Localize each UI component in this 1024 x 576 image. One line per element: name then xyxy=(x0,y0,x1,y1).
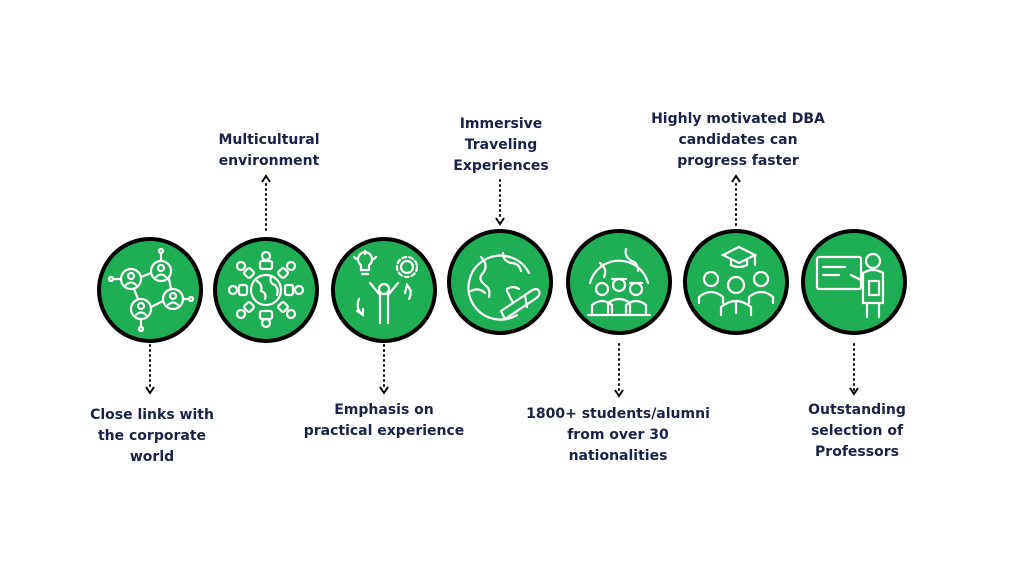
step-label-2: Multicultural environment xyxy=(218,132,320,169)
step-label-5: 1800+ students/alumni from over 30 natio… xyxy=(526,406,710,464)
step-label-1: Close links with the corporate world xyxy=(90,407,214,465)
connector-6 xyxy=(730,174,742,228)
step-circle-3 xyxy=(331,237,437,343)
step-circle-6 xyxy=(683,229,789,335)
connector-3 xyxy=(378,343,390,397)
graduates-icon xyxy=(697,245,775,317)
connector-4 xyxy=(494,178,506,228)
step-label-4: Immersive Traveling Experiences xyxy=(453,116,549,174)
globe-crowd-icon xyxy=(586,247,652,317)
step-label-3: Emphasis on practical experience xyxy=(303,402,465,439)
person-ideas-icon xyxy=(352,249,419,325)
connector-7 xyxy=(848,342,860,398)
step-label-7: Outstanding selection of Professors xyxy=(808,402,906,460)
step-circle-1 xyxy=(97,237,203,343)
step-circle-4 xyxy=(447,229,553,335)
professor-board-icon xyxy=(815,252,885,319)
connector-1 xyxy=(144,343,156,397)
connector-2 xyxy=(260,174,272,236)
connector-5 xyxy=(613,342,625,400)
step-label-6: Highly motivated DBA candidates can prog… xyxy=(651,111,825,169)
globe-people-icon xyxy=(227,250,305,329)
step-circle-7 xyxy=(801,229,907,335)
network-people-icon xyxy=(107,247,195,333)
step-circle-5 xyxy=(566,229,672,335)
step-circle-2 xyxy=(213,237,319,343)
globe-airplane-icon xyxy=(467,251,541,321)
